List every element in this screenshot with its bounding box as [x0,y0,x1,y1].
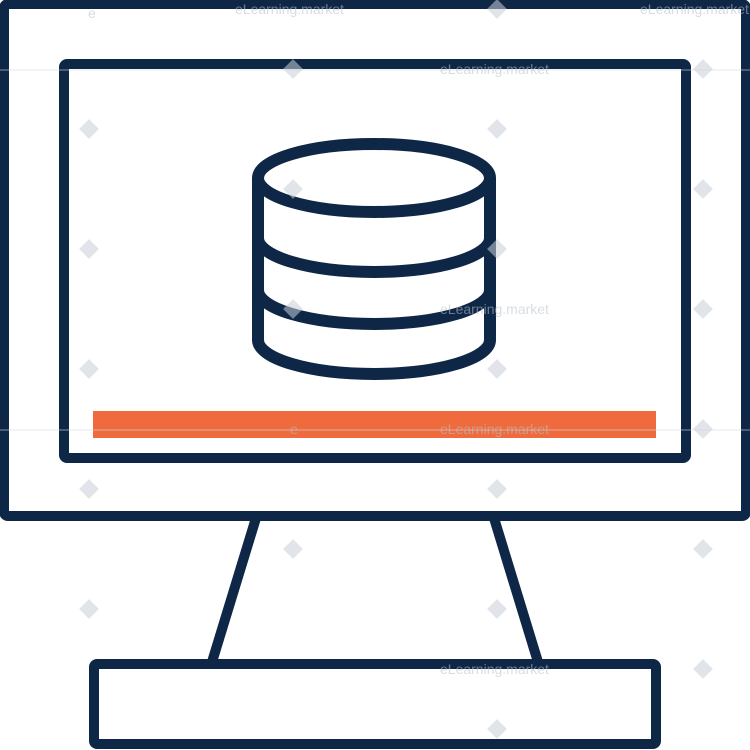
progress-bar [93,411,656,438]
database-icon [252,138,496,380]
watermark-text: eLearning.market [440,421,549,437]
monitor-stand [207,516,543,664]
monitor-screen [59,59,691,463]
monitor-frame [0,0,750,521]
watermark-text: eLearning.market [640,1,749,17]
watermark-text: eLearning.market [440,301,549,317]
watermark-text: eLearning.market [440,61,549,77]
watermark-short: e [290,421,298,437]
watermark-text: eLearning.market [440,661,549,677]
watermark-text: eLearning.market [235,1,344,17]
watermark-short: e [88,5,96,21]
watermark-diamonds [79,0,713,739]
monitor-base [89,659,661,749]
